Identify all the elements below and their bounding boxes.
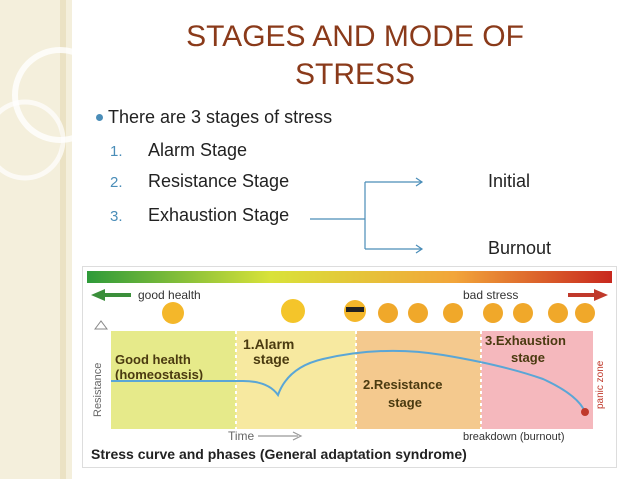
bullet-icon [96, 114, 103, 121]
sidebar-circles [0, 47, 72, 181]
tired-face-icon [483, 303, 503, 323]
item-number: 3. [110, 208, 123, 225]
stress-curve-figure: good health bad stress Good health (home… [87, 271, 612, 462]
resistance-sub-label: stage [388, 395, 422, 410]
alarm-label: 1.Alarm [243, 336, 294, 352]
zone-resistance [356, 331, 481, 429]
diagram-caption: Stress curve and phases (General adaptat… [91, 446, 467, 462]
breakdown-point [581, 408, 589, 416]
worried-face-icon [378, 303, 398, 323]
stage-item-alarm: Alarm Stage [148, 140, 248, 160]
stress-curve-diagram: good health bad stress Good health (home… [82, 266, 617, 468]
happy-face-icon [162, 302, 184, 324]
mode-initial: Initial [488, 171, 531, 191]
zone1-label: Good health [115, 352, 191, 367]
zone-exhaustion [481, 331, 593, 429]
intro-bullet: There are 3 stages of stress [96, 107, 333, 128]
zone-alarm [236, 331, 356, 429]
angry-face-icon [548, 303, 568, 323]
title-line-1: STAGES AND MODE OF [186, 20, 524, 53]
stage-item-resistance: Resistance Stage [148, 171, 290, 191]
right-arrow-icon [568, 289, 608, 301]
decorative-sidebar [0, 0, 72, 479]
smile-face-icon [281, 299, 305, 323]
stress-curve-line [111, 349, 586, 413]
resistance-axis-label: Resistance [92, 363, 104, 417]
good-health-label: good health [138, 288, 201, 302]
shocked-face-icon [513, 303, 533, 323]
bad-stress-label: bad stress [463, 288, 518, 302]
stress-gradient-bar [87, 271, 612, 283]
nervous-face-icon [443, 303, 463, 323]
resistance-label: 2.Resistance [363, 377, 443, 392]
intro-bullet-text: There are 3 stages of stress [108, 107, 333, 127]
up-arrow-icon [94, 320, 108, 330]
sidebar-stripe [60, 0, 66, 479]
crying-face-icon [575, 303, 595, 323]
time-axis-label: Time [228, 429, 255, 443]
emoji-faces [162, 299, 595, 324]
panic-zone-label: panic zone [595, 360, 606, 409]
slide-title: STAGES AND MODE OF STRESS [120, 18, 590, 94]
stage-item-exhaustion: Exhaustion Stage [148, 205, 290, 225]
sad-face-icon [408, 303, 428, 323]
time-arrow-icon [258, 431, 303, 441]
exhaustion-label: 3.Exhaustion [485, 333, 566, 348]
left-arrow-icon [91, 289, 131, 301]
breakdown-label: breakdown (burnout) [463, 431, 565, 443]
alarm-sub-label: stage [253, 351, 290, 367]
exhaustion-sub-label: stage [511, 350, 545, 365]
mode-burnout: Burnout [488, 238, 552, 258]
zone1-sub-label: (homeostasis) [115, 367, 203, 382]
item-number: 2. [110, 174, 123, 191]
title-line-2: STRESS [294, 58, 416, 91]
item-number: 1. [110, 143, 123, 160]
